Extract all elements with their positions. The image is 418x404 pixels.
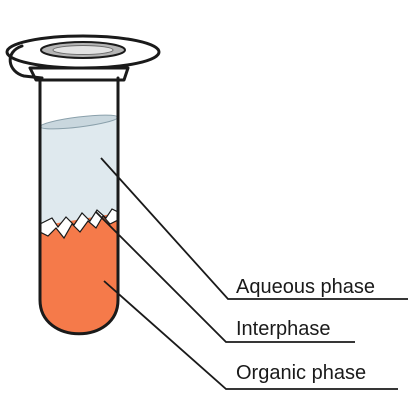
cap-top-hole: [52, 45, 114, 55]
interphase-label: Interphase: [236, 318, 331, 340]
organic-phase-label: Organic phase: [236, 362, 366, 384]
organic-phase-layer: [40, 213, 118, 334]
organic-leader-line: [103, 280, 398, 390]
microcentrifuge-tube: [5, 34, 161, 336]
cap-top: [5, 34, 161, 70]
aqueous-phase-label: Aqueous phase: [236, 276, 375, 298]
aqueous-phase-layer: [40, 117, 118, 226]
cap-hinge: [8, 44, 44, 80]
cap-rim: [28, 66, 130, 82]
tube-outline: [38, 76, 120, 336]
interphase-leader-line: [95, 211, 355, 343]
aqueous-leader-line: [100, 157, 408, 300]
